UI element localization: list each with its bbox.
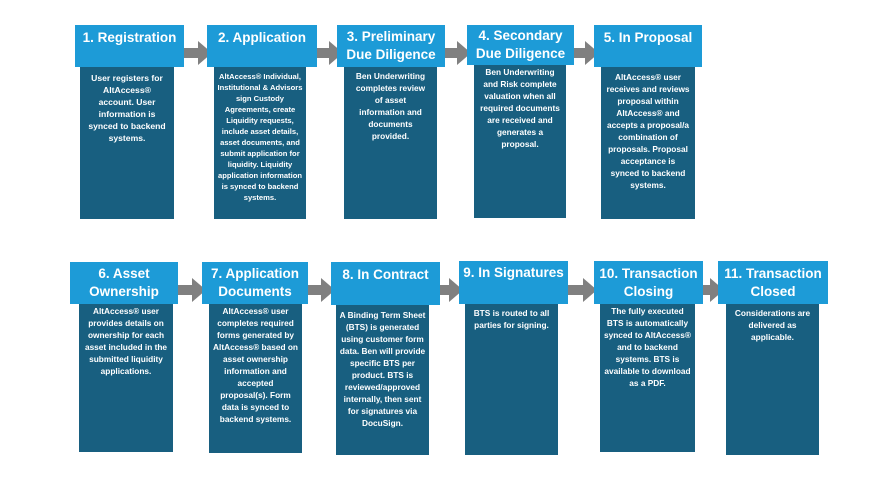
step-header: 7. Application Documents <box>202 262 308 304</box>
step-header: 10. Transaction Closing <box>594 261 703 304</box>
step-header: 3. Preliminary Due Diligence <box>337 25 445 67</box>
step-description: A Binding Term Sheet (BTS) is generated … <box>336 305 429 455</box>
step-description: The fully executed BTS is automatically … <box>600 304 695 452</box>
arrow-right-icon <box>440 41 472 65</box>
step-header: 4. Secondary Due Diligence <box>467 25 574 65</box>
step-description: AltAccess® Individual, Institutional & A… <box>214 67 306 219</box>
arrow-right-icon <box>566 278 598 302</box>
arrow-right-icon <box>312 41 344 65</box>
step-header: 5. In Proposal <box>594 25 702 67</box>
arrow-right-icon <box>693 278 725 302</box>
step-header: 2. Application <box>207 25 317 67</box>
step-description: Ben Underwriting and Risk complete valua… <box>474 65 566 218</box>
step-description: User registers for AltAccess® account. U… <box>80 67 174 219</box>
arrow-right-icon <box>432 278 464 302</box>
arrow-right-icon <box>181 41 213 65</box>
step-header: 8. In Contract <box>331 262 440 305</box>
step-header: 9. In Signatures <box>459 261 568 304</box>
arrow-right-icon <box>175 278 207 302</box>
step-description: BTS is routed to all parties for signing… <box>465 304 558 455</box>
arrow-right-icon <box>568 41 600 65</box>
step-description: AltAccess® user completes required forms… <box>209 304 302 453</box>
step-header: 1. Registration <box>75 25 184 67</box>
step-header: 6. Asset Ownership <box>70 262 178 304</box>
arrow-right-icon <box>304 278 336 302</box>
step-header: 11. Transaction Closed <box>718 261 828 304</box>
step-description: AltAccess® user receives and reviews pro… <box>601 67 695 219</box>
step-description: Considerations are delivered as applicab… <box>726 304 819 455</box>
step-description: Ben Underwriting completes review of ass… <box>344 67 437 219</box>
step-description: AltAccess® user provides details on owne… <box>79 304 173 452</box>
